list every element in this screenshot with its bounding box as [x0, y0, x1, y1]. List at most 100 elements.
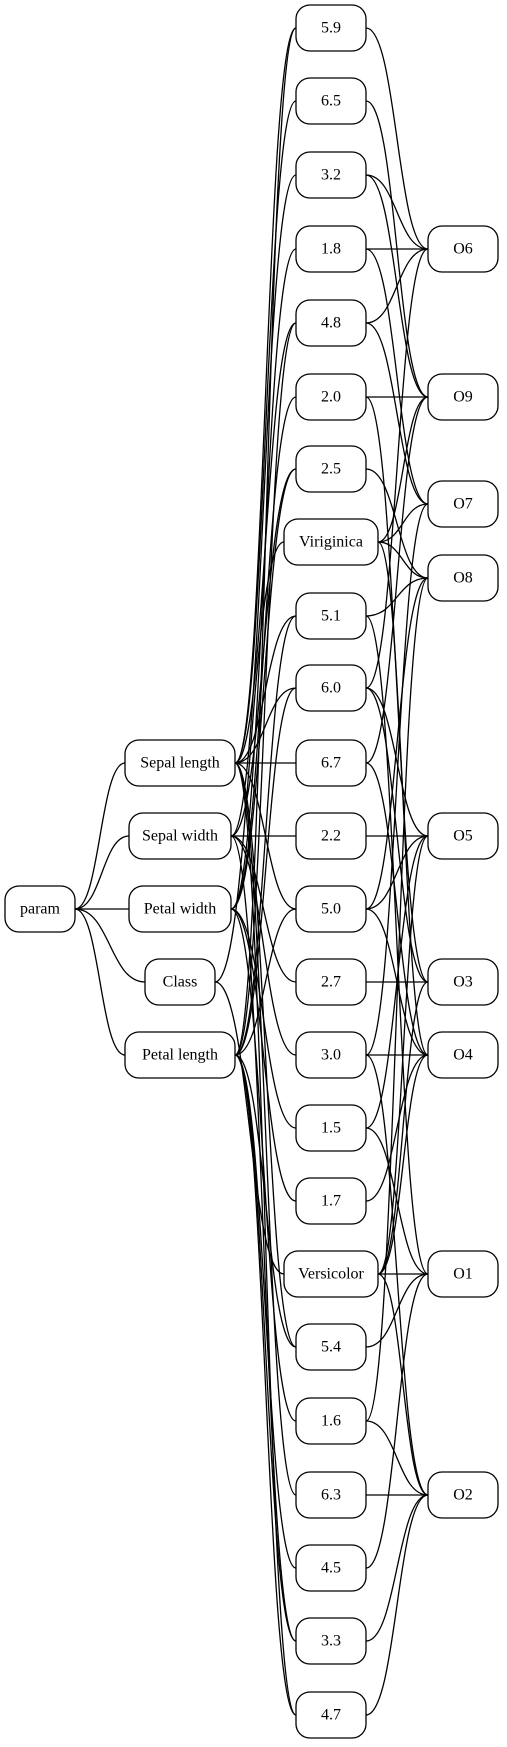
node-v4-8-label: 4.8: [321, 315, 341, 332]
edge-petal-width-to-v2-5: [230, 468, 297, 910]
node-v5-0-box: [295, 885, 367, 933]
edge-v6-0-to-o3: [365, 687, 429, 983]
node-v6-7-box: [295, 739, 367, 787]
node-petal-length-label: Petal length: [142, 1047, 218, 1064]
edge-v6-7-to-o4: [365, 762, 429, 1056]
edge-petal-width-to-v1-8: [230, 248, 297, 910]
edge-viriginica-to-o4: [377, 541, 429, 1056]
node-v6-0-box: [295, 664, 367, 712]
edge-petal-width-to-v2-0: [230, 396, 297, 910]
node-sepal-length-box: [124, 739, 236, 787]
node-v2-0-box: [295, 373, 367, 421]
edge-sepal-width-to-v2-7: [230, 835, 297, 983]
edge-petal-length-to-v4-7: [234, 1054, 297, 1716]
edge-v4-8-to-o6: [365, 248, 429, 324]
edge-petal-length-to-v5-4: [234, 1054, 297, 1348]
node-v3-3-box: [295, 1617, 367, 1665]
edge-v1-6-to-o2: [365, 1420, 429, 1496]
node-viriginica: Viriginica: [283, 518, 379, 566]
edge-petal-length-to-v5-0: [234, 908, 297, 1056]
node-sepal-length: Sepal length: [124, 739, 236, 787]
node-v2-7-label: 2.7: [321, 974, 341, 991]
node-o4: O4: [427, 1031, 499, 1079]
edge-v2-5-to-o8: [365, 468, 429, 579]
node-v4-8-box: [295, 299, 367, 347]
node-versicolor: Versicolor: [283, 1250, 379, 1298]
node-v1-8-label: 1.8: [321, 241, 341, 258]
node-o6: O6: [427, 225, 499, 273]
node-v5-1: 5.1: [295, 592, 367, 640]
node-v5-4-label: 5.4: [321, 1339, 341, 1356]
node-o9-label: O9: [453, 389, 473, 406]
node-v6-3: 6.3: [295, 1471, 367, 1519]
node-petal-length: Petal length: [124, 1031, 236, 1079]
edge-v1-8-to-o7: [365, 248, 429, 505]
node-o3: O3: [427, 958, 499, 1006]
node-v2-7: 2.7: [295, 958, 367, 1006]
node-v5-0: 5.0: [295, 885, 367, 933]
node-v5-0-label: 5.0: [321, 901, 341, 918]
node-o9-box: [427, 373, 499, 421]
edge-v6-7-to-o9: [365, 396, 429, 764]
edge-petal-length-to-v4-8: [234, 322, 297, 1056]
node-class: Class: [144, 958, 216, 1006]
edge-viriginica-to-o7: [377, 503, 429, 543]
node-v2-0: 2.0: [295, 373, 367, 421]
node-v5-1-label: 5.1: [321, 608, 341, 625]
node-v1-6: 1.6: [295, 1397, 367, 1445]
node-v5-9: 5.9: [295, 4, 367, 52]
edge-param-to-class: [74, 908, 146, 983]
edge-v6-0-to-o5: [365, 687, 429, 837]
node-v2-5: 2.5: [295, 445, 367, 493]
node-petal-width: Petal width: [128, 885, 232, 933]
node-v4-5: 4.5: [295, 1544, 367, 1592]
node-v4-7-label: 4.7: [321, 1707, 341, 1724]
node-viriginica-box: [283, 518, 379, 566]
edge-sepal-length-to-v6-5: [234, 100, 297, 764]
node-v6-5: 6.5: [295, 77, 367, 125]
edge-v3-2-to-o6: [365, 174, 429, 250]
node-v3-0: 3.0: [295, 1031, 367, 1079]
node-v3-2-box: [295, 151, 367, 199]
node-v3-3-label: 3.3: [321, 1633, 341, 1650]
node-v1-8: 1.8: [295, 225, 367, 273]
node-o7: O7: [427, 480, 499, 528]
node-v2-2: 2.2: [295, 812, 367, 860]
node-v2-5-label: 2.5: [321, 461, 341, 478]
edge-petal-width-to-v1-5: [230, 908, 297, 1129]
node-o5-box: [427, 812, 499, 860]
node-param: param: [4, 885, 76, 933]
edge-param-to-sepal-length: [74, 762, 126, 910]
node-o1-label: O1: [453, 1266, 473, 1283]
edge-v3-0-to-o7: [365, 503, 429, 1056]
node-v4-5-box: [295, 1544, 367, 1592]
node-o4-label: O4: [453, 1047, 473, 1064]
node-v2-2-box: [295, 812, 367, 860]
node-v1-7-label: 1.7: [321, 1193, 341, 1210]
edge-sepal-width-to-v3-2: [230, 174, 297, 837]
node-sepal-width: Sepal width: [128, 812, 232, 860]
node-v5-9-label: 5.9: [321, 20, 341, 37]
node-param-box: [4, 885, 76, 933]
node-v3-2: 3.2: [295, 151, 367, 199]
edge-layer: [74, 27, 429, 1716]
node-v1-7: 1.7: [295, 1177, 367, 1225]
node-v4-7: 4.7: [295, 1691, 367, 1739]
node-v3-3: 3.3: [295, 1617, 367, 1665]
node-v5-4-box: [295, 1323, 367, 1371]
node-o3-box: [427, 958, 499, 1006]
edge-v4-5-to-o1: [365, 1273, 429, 1569]
node-v5-4: 5.4: [295, 1323, 367, 1371]
node-o8: O8: [427, 554, 499, 602]
edge-v4-7-to-o2: [365, 1494, 429, 1716]
node-o7-box: [427, 480, 499, 528]
edge-petal-length-to-v5-1: [234, 615, 297, 1056]
node-petal-length-box: [124, 1031, 236, 1079]
edge-v4-8-to-o7: [365, 322, 429, 505]
edge-versicolor-to-o2: [377, 1273, 429, 1496]
node-sepal-width-label: Sepal width: [142, 828, 218, 845]
node-sepal-length-label: Sepal length: [140, 755, 220, 772]
edge-sepal-width-to-v3-3: [230, 835, 297, 1642]
